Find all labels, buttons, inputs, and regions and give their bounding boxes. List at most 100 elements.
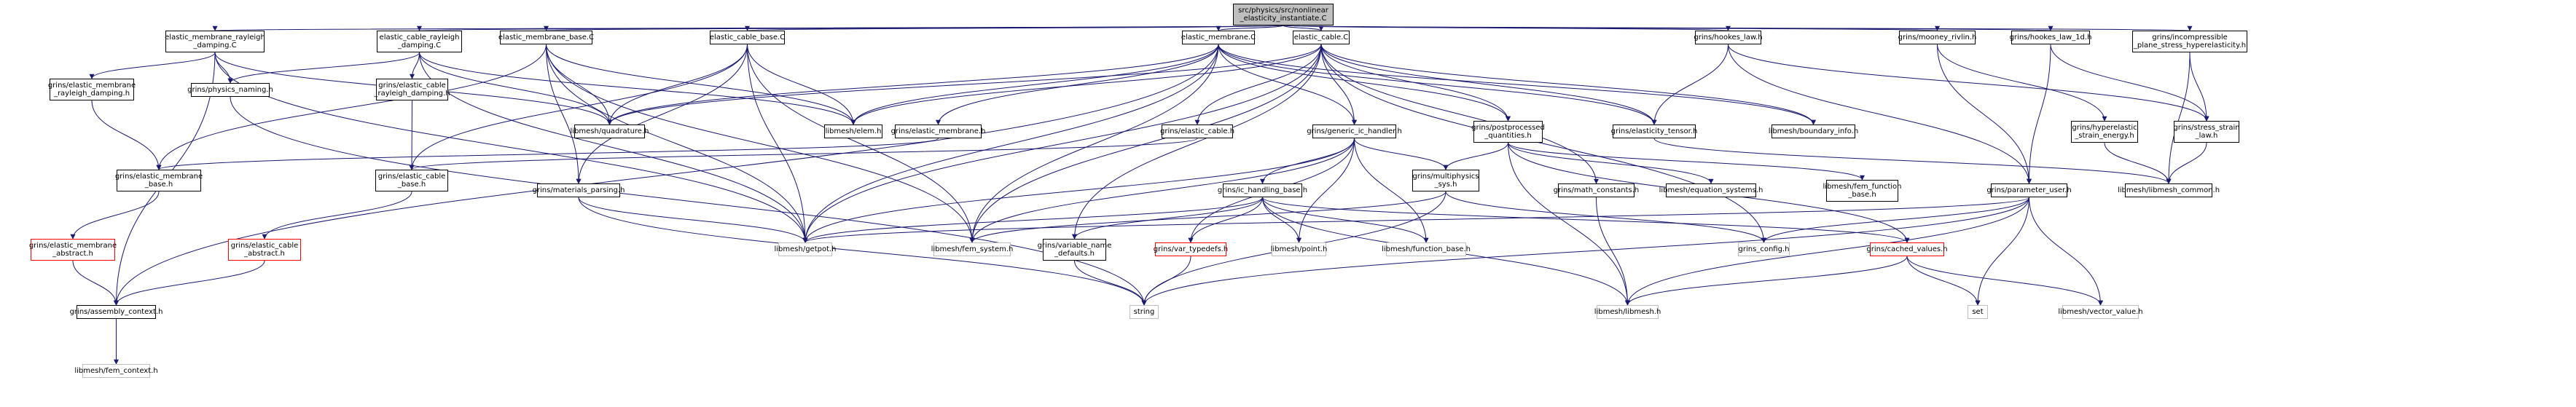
edge-ecb_C-to-getpot [747,44,808,243]
node-elastic-membrane-rayleigh-damping-c[interactable]: elastic_membrane_rayleigh _damping.C [165,31,265,52]
node-elastic-membrane-c[interactable]: elastic_membrane.C [1181,31,1256,44]
node-grins-elastic-membrane-h[interactable]: grins/elastic_membrane.h [891,125,985,138]
edge-em_h-to-emb_h [156,138,939,170]
node-libmesh-boundary-info-h: libmesh/boundary_info.h [1769,125,1858,138]
edge-emb_C-to-mat_parsing [546,44,582,184]
edge-root-to-hookes_law [1283,25,1730,31]
node-grins-assembly-context-h[interactable]: grins/assembly_context.h [70,305,163,319]
edge-multiphys-to-grins_config [1445,191,1766,243]
edge-em_C-to-boundary_info [1218,44,1816,125]
edge-phys_naming-to-string [230,96,1147,306]
edge-em_C-to-postproc [1218,44,1511,122]
edge-param_user-to-libmesh_h [1625,197,2029,306]
edge-cached-to-libmesh_h [1625,256,1908,306]
edge-ec_C-to-gic [1320,44,1357,125]
edge-ecb_C-to-elem [747,44,856,125]
node-grins-elastic-cable-abstract-h[interactable]: grins/elastic_cable _abstract.h [228,239,301,261]
node-libmesh-fem-context-h: libmesh/fem_context.h [74,364,158,378]
node-grins-elastic-cable-rayleigh-damping-h[interactable]: grins/elastic_cable _rayleigh_damping.h [374,79,450,100]
edge-cached-to-set [1906,256,1981,306]
node-elastic-membrane-base-c[interactable]: elastic_membrane_base.C [498,31,594,44]
edge-em_C-to-elem [850,44,1219,125]
node-grins-cached-values-h[interactable]: grins/cached_values.h [1866,242,1948,256]
edge-hookes_1d-to-param_user [2027,44,2051,184]
edge-ec_h-to-ecb_h [409,138,1198,170]
edge-ic_base-to-getpot [802,197,1263,243]
node-elastic-cable-base-c[interactable]: elastic_cable_base.C [710,31,785,44]
node-libmesh-quadrature-h: libmesh/quadrature.h [571,125,649,138]
edge-ec_C-to-postproc [1320,44,1511,122]
node-elastic-cable-c[interactable]: elastic_cable.C [1293,31,1350,44]
edge-ec_C-to-math_const [1320,44,1599,184]
node-grins-elastic-membrane-abstract-h[interactable]: grins/elastic_membrane _abstract.h [29,239,117,261]
node-grins-hookes-law-1d-h[interactable]: grins/hookes_law_1d.h [2010,31,2091,44]
edge-mooney-to-hyper_strain [1937,44,2107,122]
edge-ecr_C-to-elem [419,52,856,125]
edge-gic-to-func_base [1354,138,1429,243]
edge-mooney-to-param_user [1937,44,2032,184]
edge-ecr_C-to-quadrature [419,52,612,125]
node-grins-postprocessed-quantities-h[interactable]: grins/postprocessed _quantities.h [1471,121,1545,143]
node-grins-ic-handling-base-h[interactable]: grins/ic_handling_base.h [1218,183,1307,197]
node-string: string [1130,305,1159,319]
node-grins-var-typedefs-h[interactable]: grins/var_typedefs.h [1154,242,1228,256]
node-grins-materials-parsing-h[interactable]: grins/materials_parsing.h [533,183,625,197]
edge-root-to-em_C [1215,25,1284,31]
edge-ec_C-to-elem [850,44,1322,125]
edge-param_user-to-vector_value [2029,197,2103,306]
edge-param_user-to-grins_config [1761,197,2029,243]
edge-postproc-to-libmesh_h [1508,142,1630,306]
edge-var_name-to-string [1074,260,1147,306]
node-grins-multiphysics-sys-h[interactable]: grins/multiphysics _sys.h [1412,170,1479,191]
edge-ecb_C-to-mat_parsing [576,44,748,184]
edge-postproc-to-fem_func_base [1508,142,1865,181]
node-grins-elastic-membrane-rayleigh-damping-h[interactable]: grins/elastic_membrane _rayleigh_damping… [48,79,136,100]
edge-em_C-to-getpot [802,44,1219,243]
edge-multiphys-to-fem_system [969,191,1446,243]
node-libmesh-vector-value-h: libmesh/vector_value.h [2058,305,2143,319]
node-grins-elastic-cable-base-h[interactable]: grins/elastic_cable _base.h [375,170,448,191]
edge-root-to-ecb_C [745,25,1284,31]
edge-elast_tensor-to-libmesh_common [1653,138,2172,184]
node-libmesh-point-h: libmesh/point.h [1271,242,1327,256]
edge-hookes_1d-to-stress_strain [2050,44,2209,122]
edge-ecr_C-to-ecr_h [410,52,420,79]
edge-emb_C-to-emb_h [156,44,547,170]
edge-ec_C-to-var_name [1072,44,1322,240]
edge-gic-to-ic_base [1260,138,1355,184]
edge-ic_base-to-cached [1262,197,1910,243]
edge-param_user-to-getpot [802,197,2029,243]
node-elastic-cable-rayleigh-damping-c[interactable]: elastic_cable_rayleigh _damping.C [377,31,462,52]
edge-em_C-to-assembly [114,44,1219,306]
edge-gic-to-getpot [802,138,1355,243]
node-grins-physics-naming-h[interactable]: grins/physics_naming.h [187,83,273,97]
root-node-nonlinear-elasticity-instantiate: src/physics/src/nonlinear _elasticity_in… [1233,4,1334,25]
edge-var_typedefs-to-string [1141,256,1191,306]
node-grins-mooney-rivlin-h[interactable]: grins/mooney_rivlin.h [1898,31,1976,44]
edge-ec_C-to-fem_system [969,44,1322,243]
node-grins-variable-name-defaults-h[interactable]: grins/variable_name _defaults.h [1038,239,1111,261]
edge-root-to-incomp [1283,25,2191,31]
edge-eca_h-to-assembly [114,260,265,306]
node-grins-elastic-membrane-base-h[interactable]: grins/elastic_membrane _base.h [115,170,203,191]
edge-emr_C-to-getpot [214,52,808,243]
edge-ema_h-to-assembly [72,260,119,306]
node-grins-elasticity-tensor-h[interactable]: grins/elasticity_tensor.h [1611,125,1697,138]
node-grins-parameter-user-h[interactable]: grins/parameter_user.h [1986,183,2072,197]
edge-postproc-to-multiphys [1443,142,1508,170]
edge-gic-to-fem_system [969,138,1355,243]
node-grins-elastic-cable-h[interactable]: grins/elastic_cable.h [1160,125,1234,138]
edge-ec_C-to-boundary_info [1320,44,1816,125]
node-grins-hyperelastic-strain-energy-h[interactable]: grins/hyperelastic _strain_energy.h [2071,121,2138,143]
node-grins-stress-strain-law-h[interactable]: grins/stress_strain _law.h [2173,121,2240,143]
edge-param_user-to-set [1975,197,2029,306]
node-grins-incompressible-plane-stress-hyperelasticity-h[interactable]: grins/incompressible _plane_stress_hyper… [2132,31,2247,52]
node-grins-math-constants-h[interactable]: grins/math_constants.h [1554,183,1639,197]
node-grins-generic-ic-handler-h[interactable]: grins/generic_ic_handler.h [1307,125,1402,138]
node-grins-hookes-law-h[interactable]: grins/hookes_law.h [1694,31,1763,44]
node-libmesh-fem-system-h: libmesh/fem_system.h [931,242,1013,256]
edge-hyper_strain-to-libmesh_common [2104,142,2172,184]
edge-param_user-to-string [1141,197,2029,306]
